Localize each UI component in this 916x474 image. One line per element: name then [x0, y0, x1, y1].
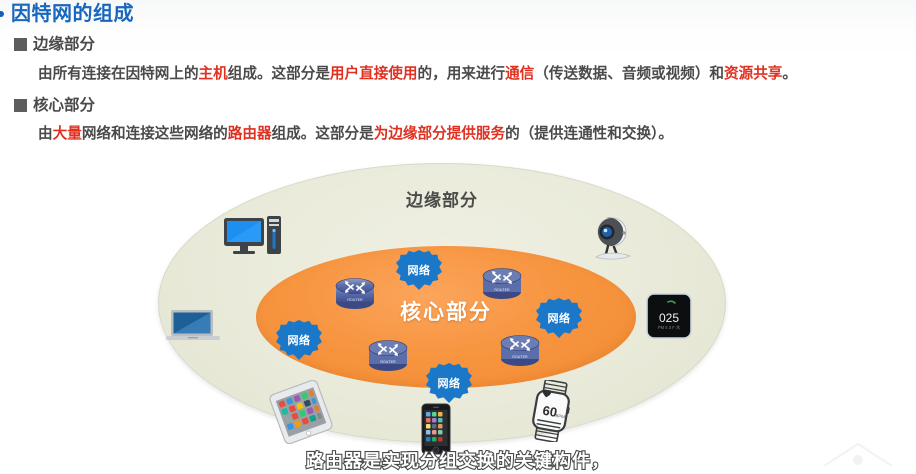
device-laptop-computer [166, 308, 220, 342]
network-node: 网络 [276, 320, 322, 360]
seg: 。 [782, 66, 798, 82]
seg: 由 [38, 126, 53, 142]
slide-caption: 路由器是实现分组交换的关键构件， [305, 450, 610, 472]
smartwatch-unit: BPM [555, 413, 566, 420]
device-desktop-computer [223, 216, 283, 258]
network-node-label: 网络 [287, 335, 311, 347]
network-node-label: 网络 [407, 265, 431, 277]
seg-highlight: 大量 [52, 126, 82, 142]
laptop-icon [166, 310, 220, 340]
seg-highlight: 为边缘部分提供服务 [373, 126, 506, 142]
seg: 由所有连接在因特网上的 [38, 66, 199, 82]
router-node: ROUTER [480, 266, 524, 300]
page-title-text: 因特网的组成 [11, 3, 134, 25]
svg-text:ROUTER: ROUTER [512, 355, 528, 359]
page-title: 因特网的组成 [0, 4, 134, 24]
network-node: 网络 [426, 363, 472, 403]
seg-highlight: 资源共享 [724, 66, 783, 82]
seg-highlight: 主机 [198, 66, 228, 82]
network-node-label: 网络 [437, 378, 461, 390]
router-node: ROUTER [498, 333, 542, 367]
router-icon: ROUTER [500, 335, 540, 366]
router-icon: ROUTER [335, 278, 375, 309]
section-heading-edge: 边缘部分 [14, 37, 95, 53]
internet-composition-diagram: 边缘部分 核心部分 网络 网络 网络 网络 [148, 158, 736, 458]
watermark-logo [823, 442, 893, 467]
network-node: 网络 [396, 250, 442, 290]
svg-text:ROUTER: ROUTER [347, 298, 363, 302]
webcam-icon [595, 217, 632, 260]
device-smart-display: 025 PM 5 3 F 木 [646, 293, 692, 339]
router-node: ROUTER [366, 338, 410, 372]
seg: 组成。这部分是 [271, 126, 374, 142]
network-node-label: 网络 [547, 313, 571, 325]
seg: 网络和连接这些网络的 [81, 126, 228, 142]
smartwatch-value: 60 [542, 403, 559, 420]
router-icon: ROUTER [368, 340, 408, 371]
seg: 的（提供连通性和交换）。 [505, 126, 673, 142]
seg: （传送数据、音频或视频）和 [534, 66, 725, 82]
svg-text:ROUTER: ROUTER [380, 360, 396, 364]
router-node: ROUTER [333, 276, 377, 310]
section-body-core: 由大量网络和连接这些网络的路由器组成。这部分是为边缘部分提供服务的（提供连通性和… [38, 126, 673, 144]
smartwatch-icon: 60 BPM [532, 380, 570, 442]
device-webcam [590, 216, 638, 260]
seg-highlight: 通信 [505, 66, 535, 82]
edge-part-label: 边缘部分 [406, 191, 478, 210]
section-heading-core: 核心部分 [14, 98, 95, 114]
desktop-computer-icon [224, 216, 281, 254]
title-bullet-dot [0, 11, 4, 17]
smart-display-icon: 025 PM 5 3 F 木 [646, 293, 692, 339]
smart-display-value: 025 [659, 311, 679, 325]
device-tablet [266, 380, 336, 444]
section-heading-core-label: 核心部分 [33, 97, 96, 114]
smart-display-sub: PM 5 3 F 木 [658, 324, 681, 331]
seg-highlight: 路由器 [227, 126, 272, 142]
router-icon: ROUTER [482, 268, 522, 299]
seg: 的，用来进行 [417, 66, 506, 82]
seg-highlight: 用户直接使用 [329, 66, 418, 82]
device-smartphone [420, 403, 452, 455]
section-body-edge: 由所有连接在因特网上的主机组成。这部分是用户直接使用的，用来进行通信（传送数据、… [38, 66, 797, 84]
svg-text:ROUTER: ROUTER [494, 288, 510, 292]
square-bullet-icon [14, 99, 27, 113]
network-node: 网络 [536, 298, 582, 338]
seg: 组成。这部分是 [227, 66, 330, 82]
device-smartwatch: 60 BPM [526, 380, 576, 442]
section-heading-edge-label: 边缘部分 [33, 36, 96, 53]
tablet-icon [269, 380, 333, 444]
square-bullet-icon [14, 38, 27, 52]
core-part-label: 核心部分 [400, 301, 492, 324]
smartphone-icon [421, 403, 451, 455]
